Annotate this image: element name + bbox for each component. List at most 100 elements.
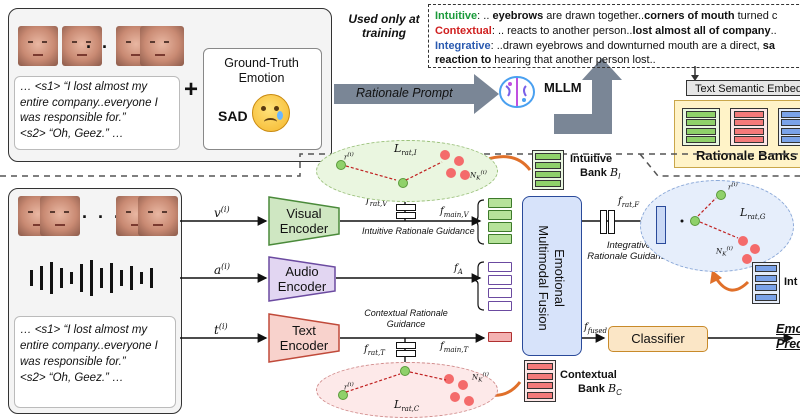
- visual-input-label: v(i): [214, 205, 230, 220]
- negative-point: [444, 374, 454, 384]
- negative-point: [458, 380, 468, 390]
- face-frame: [62, 26, 102, 66]
- query-point: [400, 366, 410, 376]
- classifier-block: Classifier: [608, 326, 708, 352]
- negative-point: [738, 236, 748, 246]
- rationale-bank-contextual: [730, 108, 768, 146]
- integrative-tag: Integrative: [435, 40, 491, 52]
- emotion-label: SAD: [218, 108, 248, 124]
- text-projector: [396, 342, 416, 349]
- negative-point: [460, 170, 470, 180]
- rationale-text-box: [428, 4, 800, 68]
- audio-token: [488, 301, 512, 311]
- rationale-banks-label: Rationale Banks I: [696, 148, 798, 163]
- r-i-label: r(i): [728, 182, 738, 192]
- rationale-bank-intuitive: [682, 108, 720, 146]
- f-fused-label: ffused: [584, 322, 608, 335]
- contextual-bank: [524, 360, 556, 402]
- contextual-rationale: Contextual: .. reacts to another person.…: [435, 25, 777, 37]
- r-i-label: r(i): [344, 382, 354, 392]
- audio-encoder-shape: [268, 256, 336, 302]
- f-rat-v-label: frat,V: [366, 195, 388, 208]
- n-k-label: NK(i): [470, 170, 487, 182]
- anchor-point: [716, 190, 726, 200]
- brain-icon: [498, 74, 536, 110]
- visual-projector: [396, 212, 416, 219]
- face-frame: [138, 196, 178, 236]
- text-token: [488, 332, 512, 342]
- fusion-projector: [608, 210, 615, 234]
- visual-token: [488, 198, 512, 208]
- loss-rat-c: Lrat,C: [394, 398, 420, 414]
- negative-point: [464, 396, 474, 406]
- contextual-bank-label: Contextual Bank BC: [560, 369, 622, 398]
- contextual-tag: Contextual: [435, 25, 492, 37]
- utterance-text: … <s1> “I lost almost my entire company.…: [20, 324, 158, 384]
- visual-projector: [396, 204, 416, 211]
- emotional-multimodal-fusion: [522, 196, 582, 356]
- plus-sign: +: [184, 76, 199, 103]
- text-projector: [396, 350, 416, 357]
- anchor-point: [336, 160, 346, 170]
- face-frame: [18, 26, 58, 66]
- rationale-prompt-label: Rationale Prompt: [356, 86, 453, 100]
- fusion-projector: [600, 210, 607, 234]
- visual-token: [488, 210, 512, 220]
- loss-rat-g: Lrat,G: [740, 206, 766, 222]
- utterance-box: [14, 76, 180, 150]
- training-only-note: Used only at training: [348, 12, 420, 40]
- emotion-prediction-label: EmoPredi: [776, 322, 800, 351]
- text-input-label: t(i): [214, 322, 228, 337]
- integrative-feature-bar: [656, 206, 666, 244]
- audio-token: [488, 288, 512, 298]
- negative-point: [742, 254, 752, 264]
- face-frame: [40, 196, 80, 236]
- visual-token: [488, 222, 512, 232]
- face-frame: [140, 26, 184, 66]
- query-point: [690, 216, 700, 226]
- utterance-text: … <s1> “I lost almost my entire company.…: [20, 81, 158, 140]
- negative-point: [454, 156, 464, 166]
- rationale-prompt-arrow: [334, 58, 622, 134]
- intuitive-bank-label: Intuitive Bank BI: [570, 153, 621, 182]
- negative-point: [450, 392, 460, 402]
- f-main-v-label: fmain,V: [440, 206, 469, 219]
- intuitive-rationale: Intuitive: .. eyebrows are drawn togethe…: [435, 10, 778, 22]
- contextual-loss-arrows: [345, 371, 447, 393]
- negative-point: [750, 244, 760, 254]
- intuitive-loss-arrows: [345, 161, 443, 181]
- sad-face-icon: [252, 94, 290, 132]
- rationale-bank-integrative: [778, 108, 800, 146]
- integrative-loss-arrows: [680, 197, 739, 239]
- negative-point: [440, 150, 450, 160]
- n-k-label: NK(i): [716, 246, 733, 258]
- r-i-label: r(i): [344, 152, 354, 162]
- text-encoder-shape: [268, 313, 340, 363]
- frame-ellipsis: . . .: [82, 202, 123, 222]
- integrative-bank: [752, 262, 780, 304]
- audio-input-label: a(i): [214, 262, 230, 277]
- visual-token: [488, 234, 512, 244]
- embed-arrow: [691, 66, 699, 81]
- anchor-point: [338, 390, 348, 400]
- integrative-bank-label: Int: [784, 276, 798, 288]
- utterance-box: [14, 316, 176, 408]
- intuitive-guidance-label: Intuitive Rationale Guidance: [362, 226, 475, 236]
- integrative-rationale-cont: reaction to hearing that another person …: [435, 54, 656, 66]
- ground-truth-title: Ground-Truth Emotion: [224, 56, 299, 85]
- visual-encoder-shape: [268, 196, 340, 246]
- audio-waveform: [30, 260, 153, 296]
- audio-token: [488, 275, 512, 285]
- negative-point: [446, 168, 456, 178]
- n-k-label: NK(i): [472, 372, 489, 384]
- loss-rat-i: Lrat,I: [394, 142, 417, 158]
- intuitive-tag: Intuitive: [435, 10, 478, 22]
- intuitive-bank: [532, 150, 564, 190]
- mllm-label: MLLM: [544, 80, 582, 95]
- query-point: [398, 178, 408, 188]
